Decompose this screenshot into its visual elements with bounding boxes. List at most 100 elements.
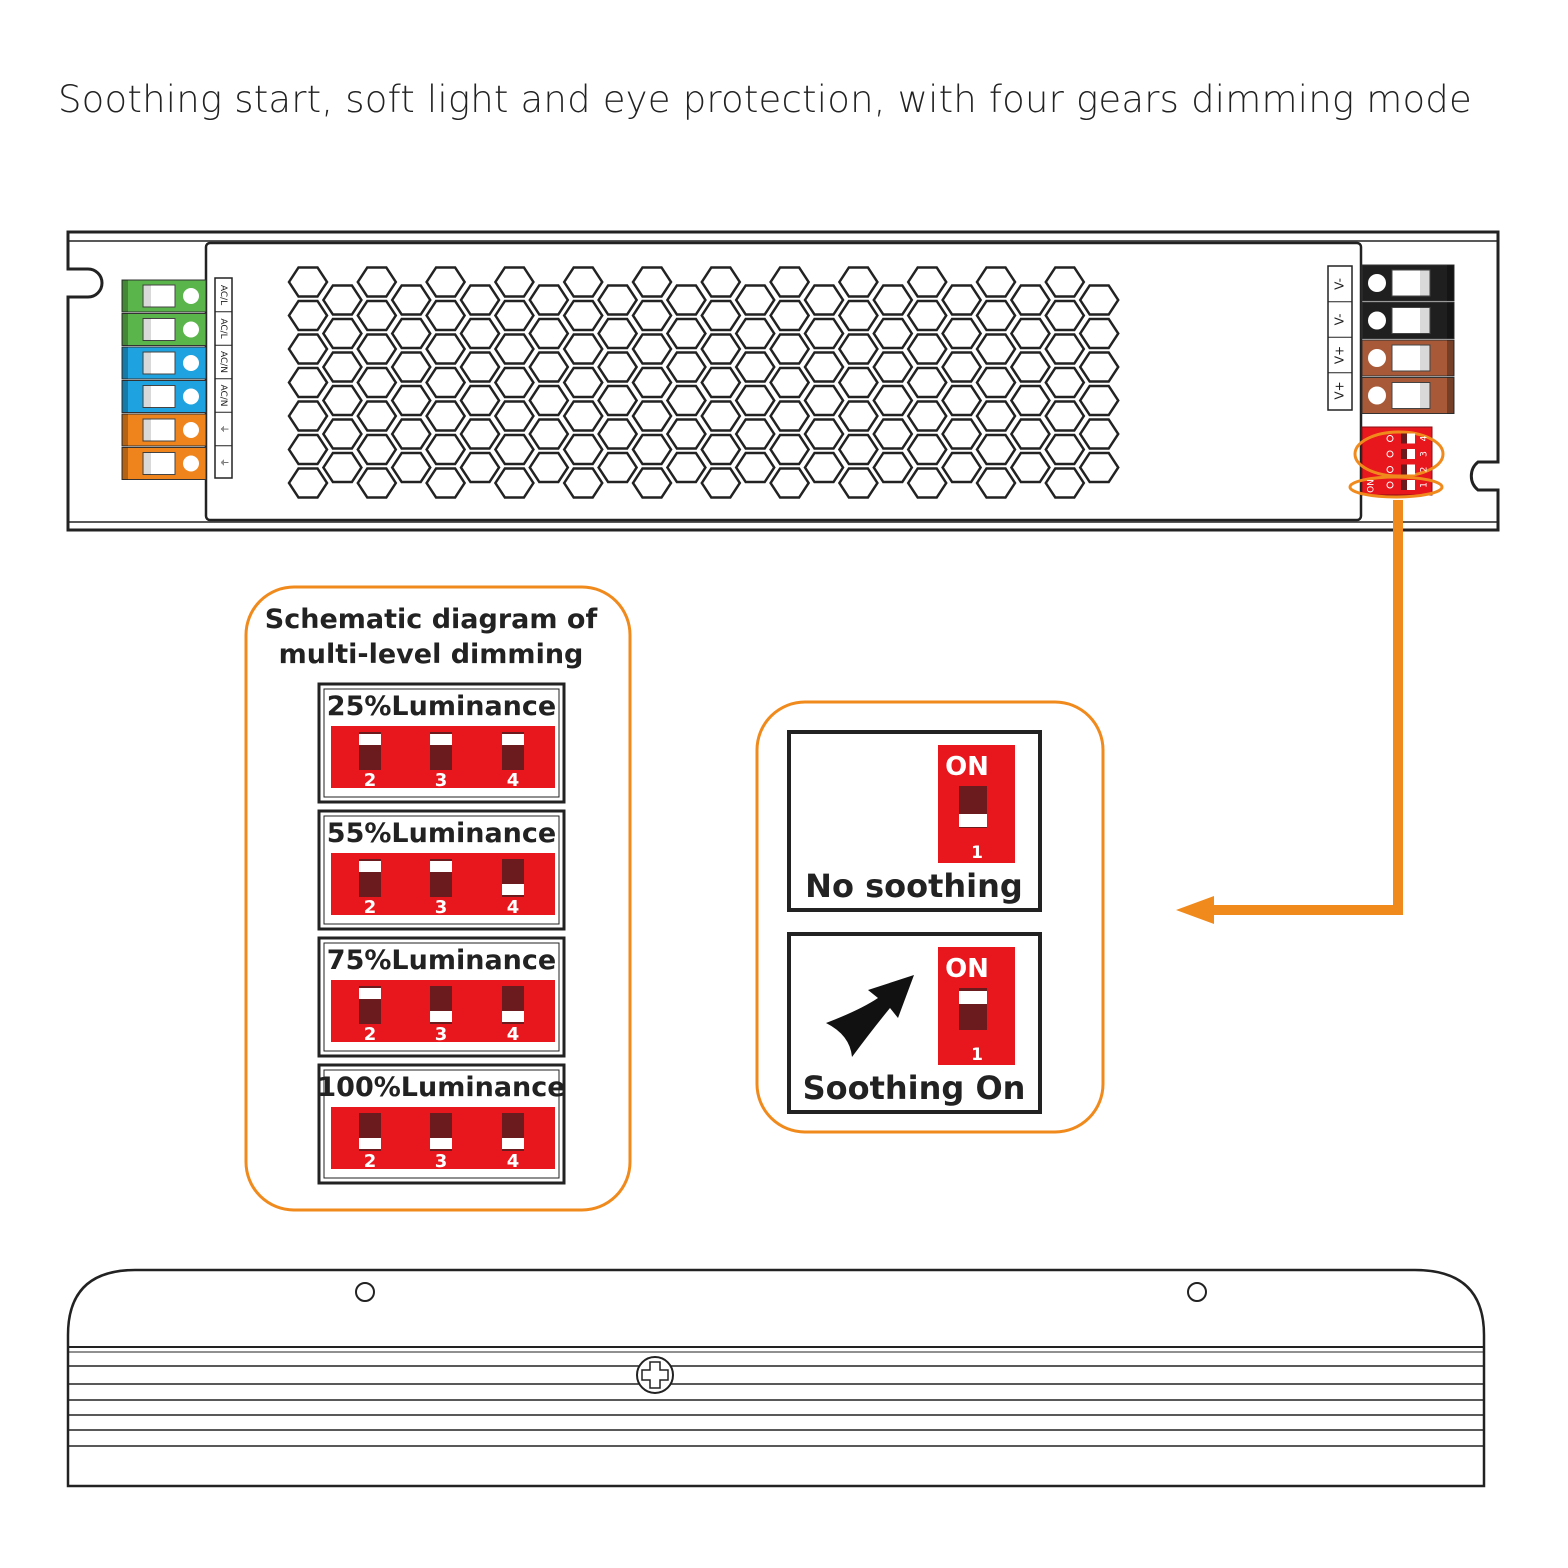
vent-cell: [1078, 451, 1120, 484]
vent-cell: [837, 266, 879, 298]
connector-arrow: [1176, 500, 1403, 924]
vent-cell: [1078, 351, 1120, 383]
vent-cell: [906, 366, 948, 399]
vent-cell: [390, 451, 432, 484]
input-terminal-label: ⏚: [218, 424, 229, 433]
connector-arrow-line: [1208, 500, 1403, 915]
vent-cell: [459, 384, 501, 417]
screw-icon: [636, 1356, 674, 1394]
vent-cell: [287, 333, 329, 365]
dip-toggle-number: 2: [364, 897, 377, 918]
vent-cell: [459, 284, 501, 316]
vent-cell: [1044, 433, 1086, 466]
input-terminal: [121, 447, 207, 480]
vent-cell: [425, 400, 467, 432]
vent-cell: [1044, 333, 1086, 365]
input-terminal-label: ⏚: [218, 458, 229, 467]
vent-cell: [734, 351, 776, 383]
honeycomb-vent: [287, 266, 1120, 499]
vent-cell: [597, 418, 639, 450]
vent-cell: [665, 418, 707, 450]
dip-toggle-knob: [359, 988, 381, 999]
vent-cell: [493, 400, 535, 432]
vent-cell: [321, 317, 363, 350]
vent-cell: [528, 418, 570, 450]
vent-cell: [665, 317, 707, 350]
dip-toggle-knob: [502, 1138, 524, 1149]
vent-cell: [769, 366, 811, 399]
vent-cell: [459, 451, 501, 484]
vent-cell: [837, 366, 879, 399]
vent-cell: [459, 351, 501, 383]
vent-cell: [1009, 384, 1051, 417]
vent-cell: [700, 400, 742, 432]
vent-cell: [321, 418, 363, 450]
dimming-level-label: 25%Luminance: [327, 691, 556, 722]
dip-number: 1: [1420, 482, 1430, 488]
vent-cell: [803, 451, 845, 484]
vent-cell: [1078, 284, 1120, 316]
output-terminal-labels: V-V-V+V+: [1327, 265, 1353, 411]
vent-cell: [287, 400, 329, 432]
vent-cell: [803, 284, 845, 316]
dip-toggle-number: 3: [435, 1151, 448, 1172]
vent-cell: [1044, 400, 1086, 432]
vent-cell: [1044, 366, 1086, 399]
vent-cell: [941, 418, 983, 450]
vent-cell: [975, 400, 1017, 432]
vent-cell: [734, 384, 776, 417]
soothing-on-label: ON: [945, 752, 989, 782]
vent-cell: [425, 467, 467, 499]
dip-toggle-number: 2: [364, 1024, 377, 1045]
vent-cell: [528, 284, 570, 316]
vent-cell: [1078, 418, 1120, 450]
vent-cell: [769, 467, 811, 499]
vent-cell: [700, 433, 742, 466]
dip-toggle-number: 2: [364, 770, 377, 791]
dip-toggle-knob: [359, 861, 381, 872]
vent-cell: [665, 284, 707, 316]
vent-cell: [631, 400, 673, 432]
soothing-toggle-knob: [959, 814, 987, 827]
input-terminal: [121, 313, 207, 346]
vent-cell: [906, 400, 948, 432]
vent-cell: [631, 266, 673, 298]
dip-toggle-knob: [502, 1011, 524, 1022]
vent-cell: [390, 351, 432, 383]
vent-cell: [1078, 317, 1120, 350]
vent-cell: [321, 451, 363, 484]
vent-cell: [769, 266, 811, 298]
vent-cell: [941, 384, 983, 417]
vent-cell: [803, 384, 845, 417]
vent-cell: [597, 351, 639, 383]
soothing-mode-label: Soothing On: [803, 1069, 1026, 1107]
dip-toggle-number: 4: [507, 1151, 520, 1172]
vent-cell: [528, 317, 570, 350]
vent-cell: [837, 333, 879, 365]
soothing-on-label: ON: [945, 954, 989, 984]
vent-cell: [975, 433, 1017, 466]
output-terminal-label: V+: [1333, 346, 1347, 364]
vent-cell: [975, 333, 1017, 365]
input-terminal: [121, 279, 207, 313]
dip-toggle-number: 4: [507, 770, 520, 791]
dip-toggle-number: 4: [507, 897, 520, 918]
vent-cell: [493, 467, 535, 499]
mounting-hole-left: [355, 1282, 375, 1302]
vent-cell: [769, 299, 811, 332]
dimming-panel: Schematic diagram of multi-level dimming…: [244, 585, 632, 1212]
vent-cell: [700, 467, 742, 499]
vent-cell: [975, 299, 1017, 332]
dip-toggle-knob: [502, 734, 524, 745]
dip-toggle-knob: [430, 861, 452, 872]
vent-cell: [562, 467, 604, 499]
vent-cell: [597, 284, 639, 316]
vent-cell: [562, 266, 604, 298]
vent-cell: [734, 418, 776, 450]
vent-cell: [769, 433, 811, 466]
